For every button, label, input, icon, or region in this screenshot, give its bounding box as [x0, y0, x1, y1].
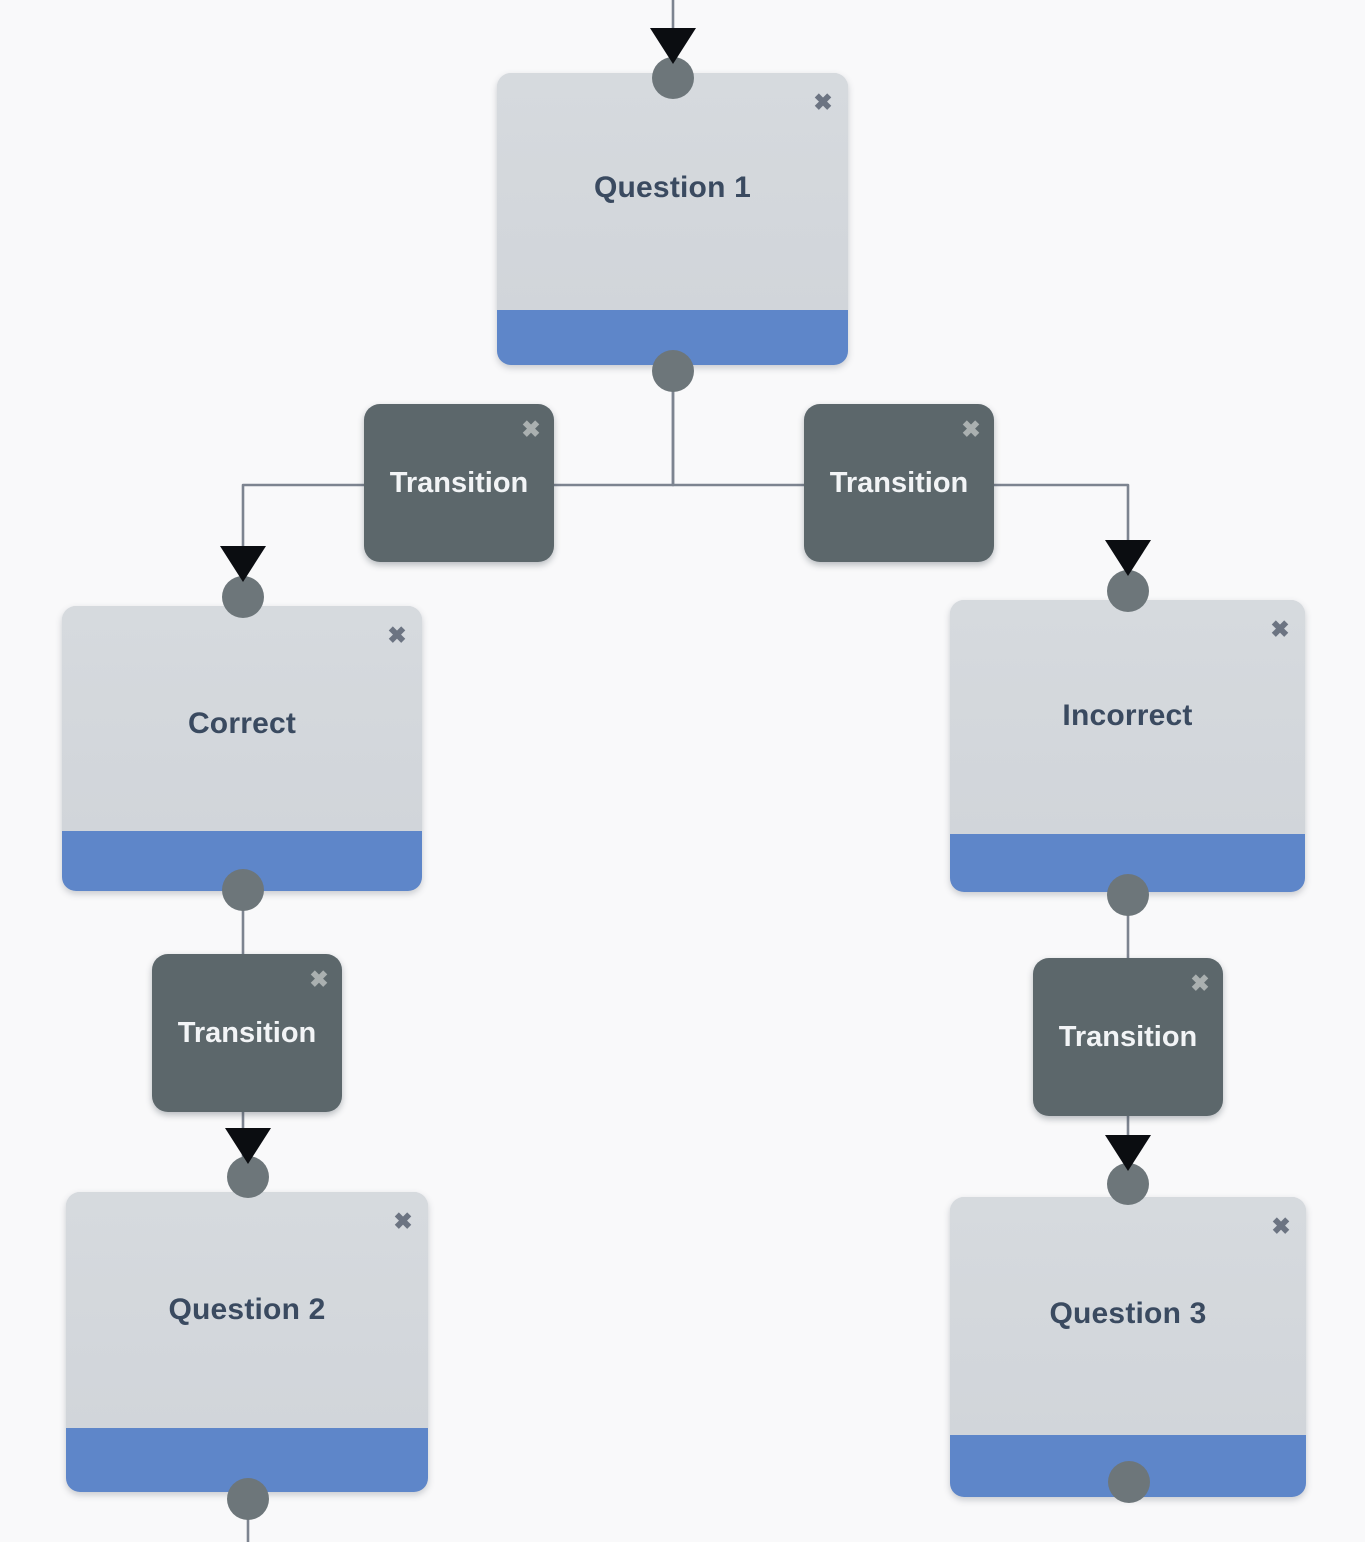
- transition-node-title: Transition: [1058, 1020, 1198, 1053]
- close-icon[interactable]: ✖: [961, 415, 981, 442]
- state-node-question-1[interactable]: Question 1 ✖: [497, 73, 848, 365]
- state-node-title: Question 3: [1049, 1296, 1207, 1330]
- transition-node-transition-incorrect-branch[interactable]: Transition ✖: [804, 404, 994, 562]
- port-input[interactable]: [222, 576, 264, 618]
- close-icon[interactable]: ✖: [1190, 969, 1210, 996]
- port-input[interactable]: [1107, 1163, 1149, 1205]
- state-node-title: Correct: [187, 706, 297, 740]
- state-node-title: Question 1: [593, 171, 752, 205]
- port-input[interactable]: [227, 1156, 269, 1198]
- port-input[interactable]: [1107, 570, 1149, 612]
- close-icon[interactable]: ✖: [813, 88, 833, 115]
- close-icon[interactable]: ✖: [1271, 1212, 1291, 1239]
- transition-node-title: Transition: [177, 1016, 317, 1049]
- state-node-incorrect[interactable]: Incorrect ✖: [950, 600, 1305, 892]
- port-output[interactable]: [227, 1478, 269, 1520]
- transition-node-title: Transition: [389, 466, 529, 499]
- state-node-body: Incorrect ✖: [950, 600, 1305, 834]
- close-icon[interactable]: ✖: [309, 965, 329, 992]
- transition-node-transition-correct-to-question-2[interactable]: Transition ✖: [152, 954, 342, 1112]
- state-node-title: Incorrect: [1062, 699, 1193, 733]
- state-node-body: Question 3 ✖: [950, 1197, 1306, 1435]
- close-icon[interactable]: ✖: [387, 621, 407, 648]
- state-node-correct[interactable]: Correct ✖: [62, 606, 422, 891]
- port-output[interactable]: [652, 350, 694, 392]
- state-node-body: Correct ✖: [62, 606, 422, 831]
- close-icon[interactable]: ✖: [521, 415, 541, 442]
- port-output[interactable]: [222, 869, 264, 911]
- close-icon[interactable]: ✖: [393, 1207, 413, 1234]
- state-node-question-2[interactable]: Question 2 ✖: [66, 1192, 428, 1492]
- state-node-title: Question 2: [168, 1293, 326, 1327]
- port-output[interactable]: [1108, 1461, 1150, 1503]
- port-input[interactable]: [652, 57, 694, 99]
- state-node-body: Question 2 ✖: [66, 1192, 428, 1428]
- close-icon[interactable]: ✖: [1270, 615, 1290, 642]
- port-output[interactable]: [1107, 874, 1149, 916]
- state-node-question-3[interactable]: Question 3 ✖: [950, 1197, 1306, 1497]
- transition-node-transition-correct-branch[interactable]: Transition ✖: [364, 404, 554, 562]
- transition-node-transition-incorrect-to-question-3[interactable]: Transition ✖: [1033, 958, 1223, 1116]
- state-node-body: Question 1 ✖: [497, 73, 848, 310]
- transition-node-title: Transition: [829, 466, 969, 499]
